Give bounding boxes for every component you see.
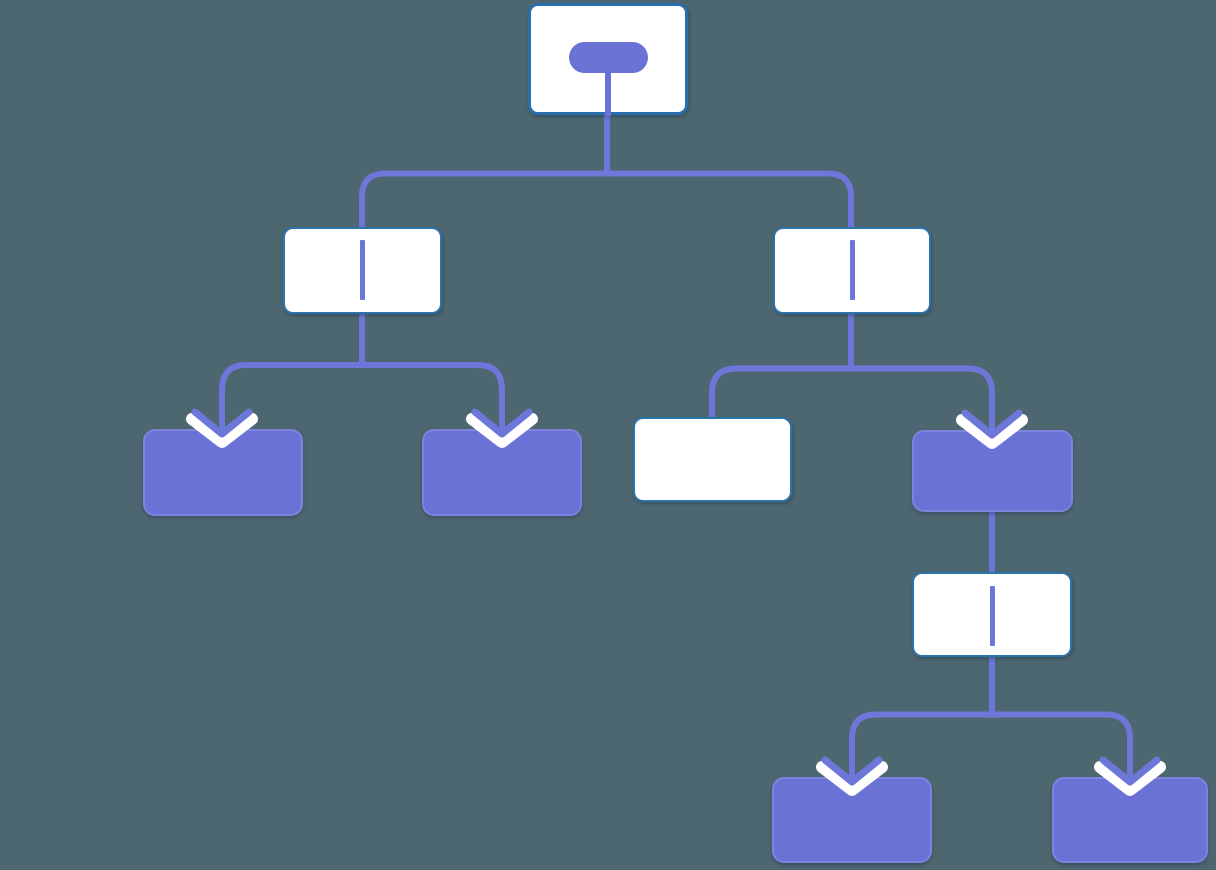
capsule-stem-icon bbox=[605, 70, 611, 116]
node-root[interactable] bbox=[528, 3, 688, 116]
divider-line-icon bbox=[989, 586, 995, 646]
edge-bottom-split-bar bbox=[849, 711, 1133, 771]
node-leaf-2[interactable] bbox=[422, 429, 582, 516]
node-gate-right[interactable] bbox=[773, 227, 931, 314]
start-capsule-icon bbox=[568, 42, 648, 73]
node-gate-left[interactable] bbox=[283, 227, 442, 314]
node-leaf-4[interactable] bbox=[1052, 777, 1208, 863]
node-gate-bottom[interactable] bbox=[912, 572, 1072, 657]
divider-line-icon bbox=[849, 240, 855, 300]
divider-line-icon bbox=[360, 240, 365, 300]
node-leaf-3[interactable] bbox=[772, 777, 932, 863]
edge-root-split-bar bbox=[359, 170, 854, 231]
node-leaf-1[interactable] bbox=[143, 429, 303, 516]
edge-left-split-bar bbox=[219, 362, 505, 423]
edge-right-split-bar bbox=[709, 365, 995, 424]
node-step-plain[interactable] bbox=[633, 417, 792, 502]
node-continue[interactable] bbox=[912, 430, 1073, 512]
